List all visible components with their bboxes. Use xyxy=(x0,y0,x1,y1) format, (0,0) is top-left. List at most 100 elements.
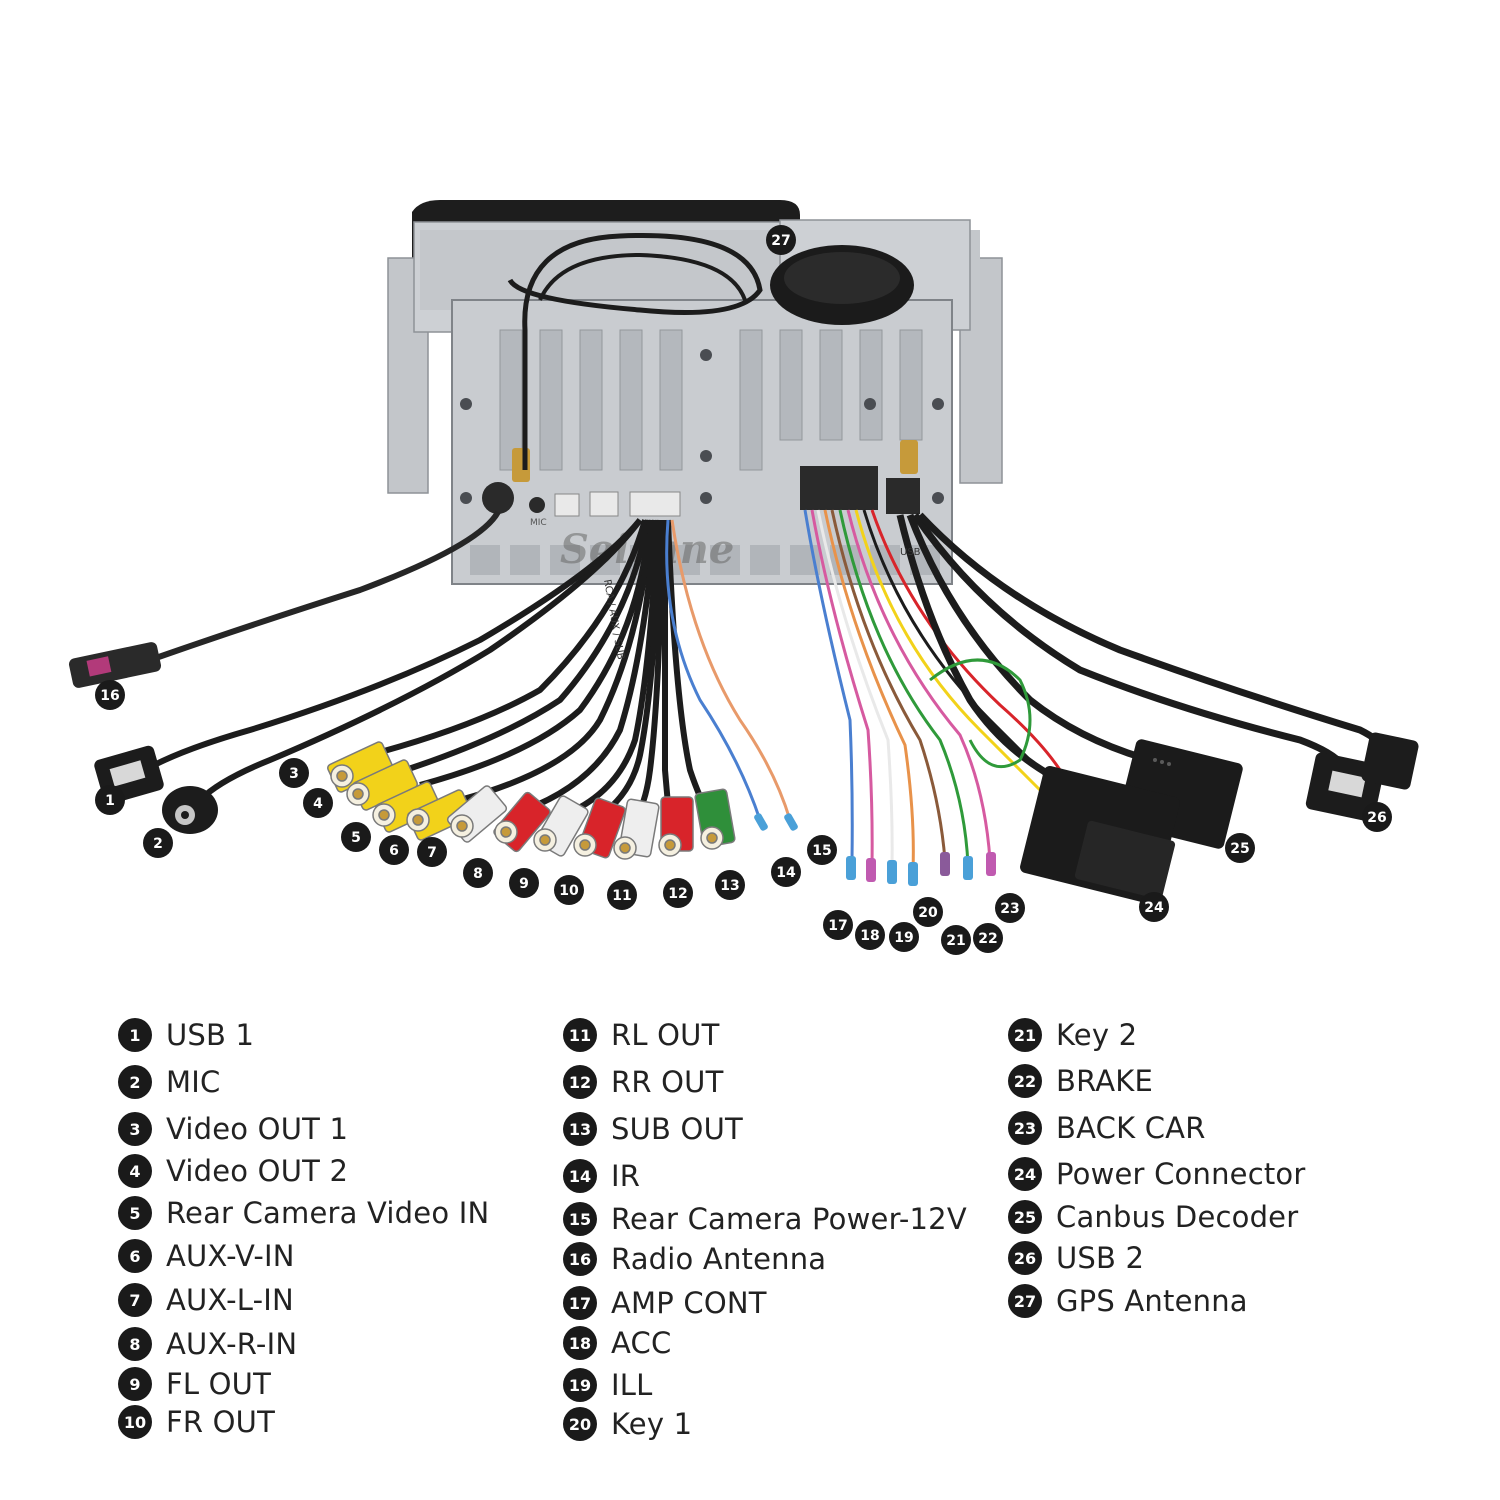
pin-badge-8: 8 xyxy=(463,858,493,888)
camera-power-tip xyxy=(784,813,798,831)
pin-badge-10: 10 xyxy=(554,875,584,905)
legend-label: Key 1 xyxy=(611,1407,693,1441)
pin-badge-circle xyxy=(379,835,409,865)
wiring-diagram: MIC Seicane xyxy=(68,200,1419,955)
rca-harness-plug xyxy=(629,491,681,517)
pin-badge-17: 17 xyxy=(823,910,853,940)
pin-badge-circle xyxy=(417,837,447,867)
pin-badge-7: 7 xyxy=(417,837,447,867)
pin-badge-circle xyxy=(995,893,1025,923)
power-connector xyxy=(1020,765,1180,905)
legend-label: GPS Antenna xyxy=(1056,1284,1248,1318)
legend-label: RL OUT xyxy=(611,1018,720,1052)
left-harness xyxy=(143,518,715,828)
wire-tips xyxy=(846,852,996,886)
pin-badge-circle xyxy=(823,910,853,940)
pin-badge-2: 2 xyxy=(143,828,173,858)
legend-item-11: 11 RL OUT xyxy=(563,1018,720,1052)
legend-label: IR xyxy=(611,1159,641,1193)
legend-number-badge: 9 xyxy=(118,1367,152,1401)
legend-label: FR OUT xyxy=(166,1405,276,1439)
pin-number: 14 xyxy=(776,865,796,881)
pin-number: 10 xyxy=(559,883,579,899)
pin-number: 3 xyxy=(289,766,299,782)
legend-number-badge: 10 xyxy=(118,1405,152,1439)
camera-power-wire xyxy=(670,519,792,821)
pin-badge-13: 13 xyxy=(715,870,745,900)
legend-item-10: 10 FR OUT xyxy=(118,1405,275,1439)
pin-badge-3: 3 xyxy=(279,758,309,788)
legend-number-badge: 22 xyxy=(1008,1064,1042,1098)
legend-label: USB 1 xyxy=(166,1018,255,1052)
pin-number: 21 xyxy=(946,933,965,949)
legend-number-badge: 24 xyxy=(1008,1157,1042,1191)
pin-number: 16 xyxy=(100,688,119,704)
legend-label: Video OUT 2 xyxy=(166,1154,349,1188)
legend-number-badge: 15 xyxy=(563,1202,597,1236)
rca-rl-out xyxy=(613,798,660,860)
gps-cable-coil xyxy=(507,232,763,470)
pin-badge-24: 24 xyxy=(1139,892,1169,922)
ir-wire xyxy=(665,519,762,821)
pin-number: 7 xyxy=(427,845,437,861)
rca-aux-r-in xyxy=(493,791,551,853)
pin-number: 8 xyxy=(473,866,483,882)
pin-number: 5 xyxy=(351,830,361,846)
pin-number: 6 xyxy=(389,843,399,859)
legend-label: AUX-L-IN xyxy=(166,1283,294,1317)
pin-badge-23: 23 xyxy=(995,893,1025,923)
legend-number-badge: 4 xyxy=(118,1154,152,1188)
pin-number: 23 xyxy=(1000,901,1019,917)
legend-item-20: 20 Key 1 xyxy=(563,1407,692,1441)
pin-badge-circle xyxy=(341,822,371,852)
legend-number-badge: 13 xyxy=(563,1112,597,1146)
pin-badge-circle xyxy=(554,875,584,905)
legend-number-badge: 11 xyxy=(563,1018,597,1052)
pin-badge-circle xyxy=(95,680,125,710)
usb-tag: USB xyxy=(900,547,921,558)
pin-badge-11: 11 xyxy=(607,880,637,910)
pin-badge-circle xyxy=(607,880,637,910)
legend-number-badge: 26 xyxy=(1008,1241,1042,1275)
pin-badge-26: 26 xyxy=(1362,802,1392,832)
legend-number-badge: 20 xyxy=(563,1407,597,1441)
mic-jack xyxy=(162,786,218,834)
pin-badge-circle xyxy=(303,788,333,818)
legend-label: AMP CONT xyxy=(611,1286,767,1320)
legend-number-badge: 8 xyxy=(118,1327,152,1361)
pin-badge-circle xyxy=(463,858,493,888)
rca-sub-out xyxy=(694,788,736,850)
pin-badge-14: 14 xyxy=(771,857,801,887)
rca-connectors xyxy=(327,741,736,860)
small-plug-a xyxy=(554,493,580,517)
pin-number: 24 xyxy=(1144,900,1164,916)
rca-video-out-1 xyxy=(327,741,393,793)
pin-badge-22: 22 xyxy=(973,923,1003,953)
legend-label: ILL xyxy=(611,1368,653,1402)
screws xyxy=(460,349,944,504)
pin-number: 26 xyxy=(1367,810,1386,826)
rca-aux-v-in xyxy=(406,789,473,841)
legend-label: BACK CAR xyxy=(1056,1111,1206,1145)
legend-label: USB 2 xyxy=(1056,1241,1145,1275)
legend-label: Video OUT 1 xyxy=(166,1112,349,1146)
pin-badge-6: 6 xyxy=(379,835,409,865)
rca-fl-out xyxy=(533,795,589,857)
pin-number: 11 xyxy=(612,888,631,904)
pin-number: 18 xyxy=(860,928,879,944)
legend-label: Power Connector xyxy=(1056,1157,1306,1191)
